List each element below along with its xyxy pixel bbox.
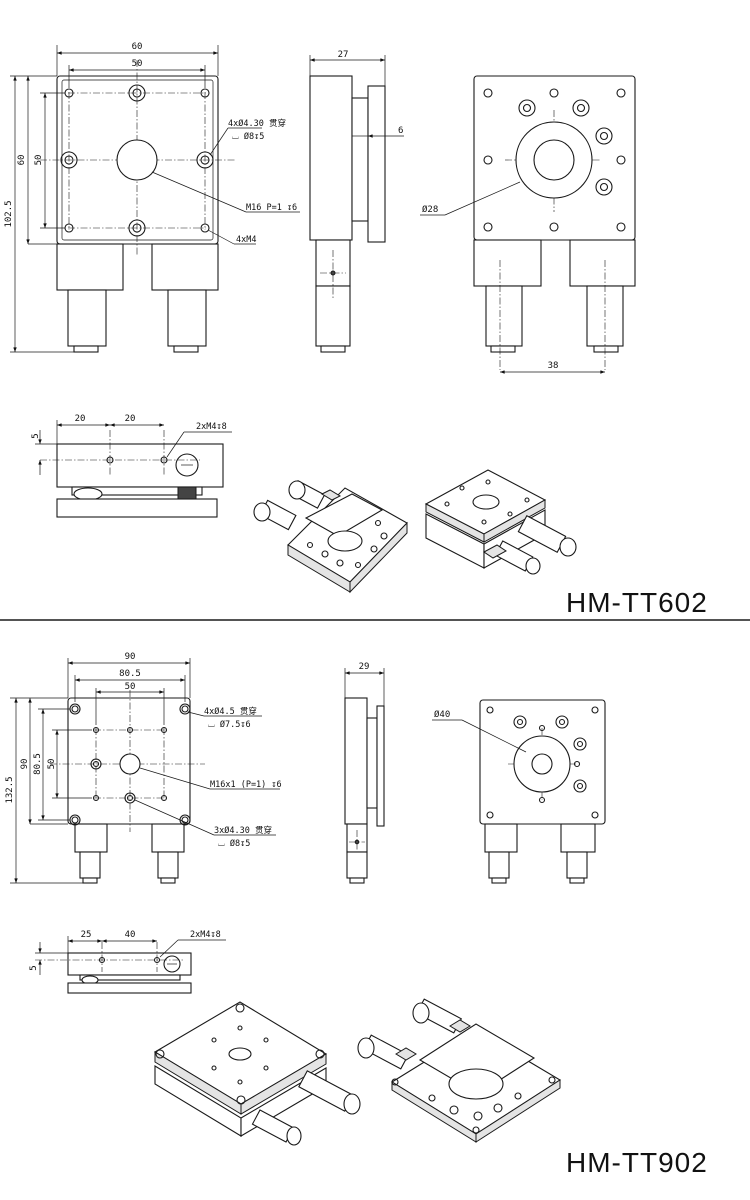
tt602-iso-view-bottom — [253, 480, 408, 594]
tt602-note-counterbore: 4xØ4.30 贯穿 — [228, 118, 286, 129]
tt902-note-mount-holes: 3xØ4.30 贯穿 — [214, 825, 272, 836]
tt902-iso-view-top — [153, 1001, 361, 1146]
tt602-dim-total-height: 102.5 — [4, 200, 14, 227]
tt602-dim-width-inner: 50 — [132, 59, 143, 69]
tt602-bottom-view — [420, 75, 636, 374]
tt902-model-label: HM-TT902 — [566, 1147, 708, 1178]
tt902-dim-width-mid: 80.5 — [119, 669, 141, 679]
tt602-note-side-thread: 2xM4↧8 — [196, 422, 227, 432]
tt902-front-view — [35, 936, 226, 994]
tt902-dim-bottom-bore: Ø40 — [434, 709, 450, 720]
tt602-note-center-thread: M16 P=1 ↧6 — [246, 203, 297, 213]
tt902-iso-view-bottom — [357, 998, 562, 1143]
tt902-note-center-thread: M16x1 (P=1) ↧6 — [210, 780, 282, 790]
tt902-dim-side-thickness: 29 — [359, 662, 370, 672]
tt602-dim-side-step: 6 — [398, 126, 403, 136]
tt602-model-label: HM-TT602 — [566, 587, 708, 618]
tt602-top-dimensions — [10, 45, 300, 353]
tt602-dim-bottom-bore: Ø28 — [422, 204, 438, 215]
tt902-dim-width-outer: 90 — [125, 652, 136, 662]
tt602-side-view — [309, 55, 404, 353]
tt902-side-view — [344, 668, 385, 884]
tt602-note-counterbore-depth: ⌴ Ø8↧5 — [232, 131, 264, 142]
tt602-iso-view-top — [424, 469, 577, 575]
tt902-dim-height-inner: 50 — [47, 759, 57, 770]
tt902-dim-height-mid: 80.5 — [33, 753, 43, 775]
tt602-note-corner-thread: 4xM4 — [236, 235, 256, 245]
tt902-dim-total-height: 132.5 — [5, 776, 15, 803]
tt902-dim-height-outer: 90 — [20, 759, 30, 770]
tt602-dim-hole-x1: 20 — [75, 414, 86, 424]
tt902-top-view — [50, 690, 205, 884]
tt602-dim-hole-z: 5 — [31, 433, 41, 438]
tt902-top-dimensions — [10, 658, 280, 884]
tt602-dim-side-thickness: 27 — [338, 50, 349, 60]
tt602-front-view — [35, 420, 232, 518]
tt902-dim-hole-x2: 40 — [125, 930, 136, 940]
tt902-dim-hole-z: 5 — [29, 965, 39, 970]
tt602-dim-height-inner: 50 — [34, 155, 44, 166]
tt602-dim-width-outer: 60 — [132, 42, 143, 52]
tt602-top-view — [40, 60, 235, 353]
tt902-note-side-thread: 2xM4↧8 — [190, 930, 221, 940]
tt902-dim-hole-x1: 25 — [81, 930, 92, 940]
tt602-dim-height-outer: 60 — [17, 155, 27, 166]
tt602-dim-hole-x2: 20 — [125, 414, 136, 424]
tt602-dim-micrometer-spacing: 38 — [548, 361, 559, 371]
tt902-note-mount-depth: ⌴ Ø8↧5 — [218, 838, 250, 849]
tt902-note-counterbore: 4xØ4.5 贯穿 — [204, 706, 257, 717]
tt902-note-counterbore-depth: ⌴ Ø7.5↧6 — [208, 719, 251, 730]
tt902-bottom-view — [432, 699, 606, 884]
tt902-dim-width-inner: 50 — [125, 682, 136, 692]
